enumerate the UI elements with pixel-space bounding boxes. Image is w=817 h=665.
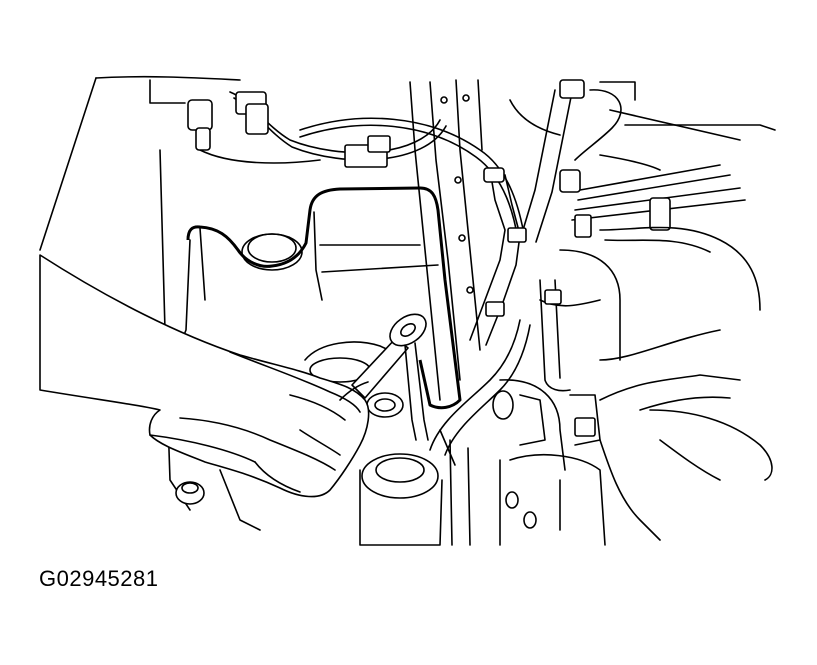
bolt bbox=[175, 469, 261, 531]
reservoir-cap bbox=[359, 439, 471, 546]
hoses bbox=[429, 319, 531, 466]
engine-right bbox=[469, 79, 776, 392]
figure-code: G02945281 bbox=[39, 566, 159, 591]
hand bbox=[39, 254, 370, 498]
engine-block-lower bbox=[492, 374, 773, 546]
vertical-brackets bbox=[409, 79, 483, 401]
wiring-harness bbox=[187, 91, 526, 241]
